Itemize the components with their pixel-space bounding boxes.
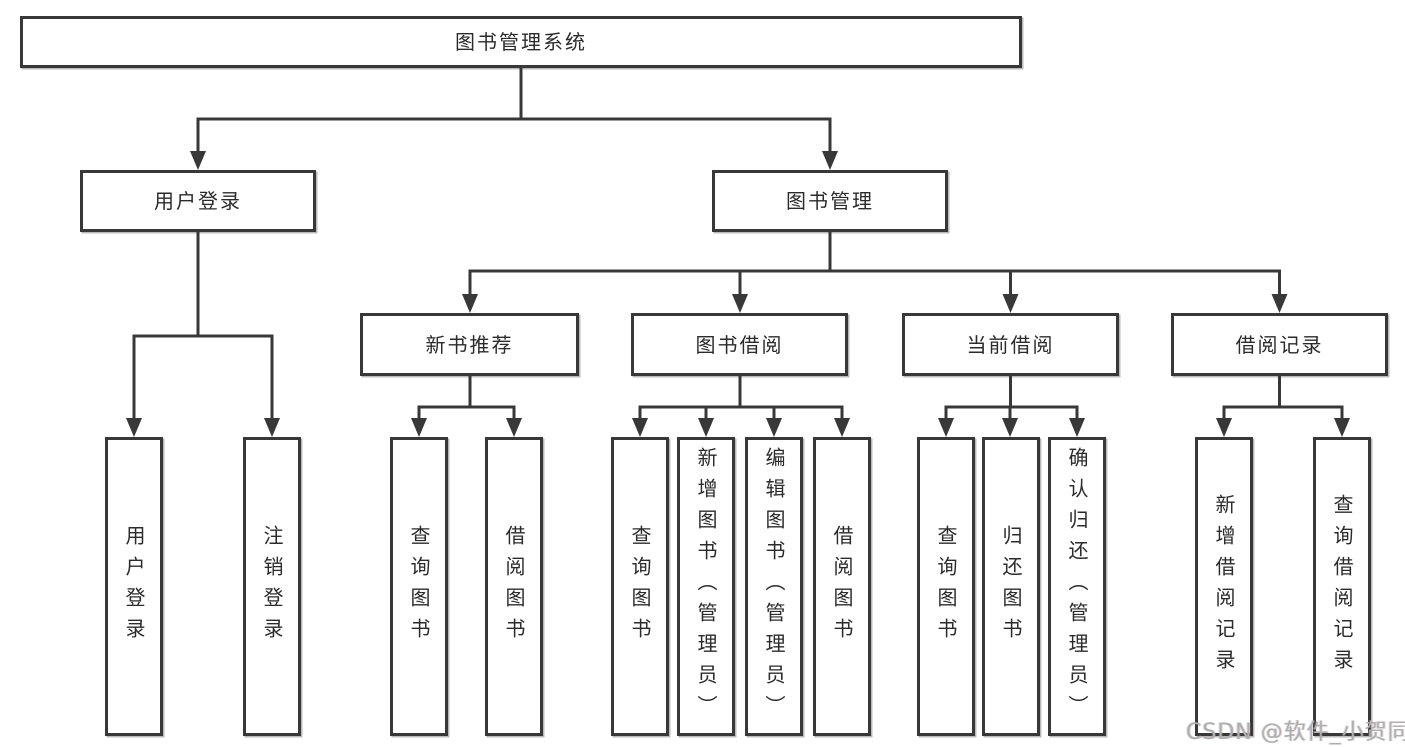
node-label: 查询图书	[628, 524, 652, 649]
leaf-return-books: 归还图书	[982, 437, 1040, 736]
node-book-management: 图书管理	[712, 170, 948, 232]
node-user-login: 用户登录	[80, 170, 316, 232]
node-label: 查询图书	[934, 524, 958, 649]
leaf-borrow-books-recommend: 借阅图书	[485, 437, 543, 736]
leaf-logout: 注销登录	[243, 437, 301, 736]
node-label: 确认归还（管理员）	[1065, 447, 1089, 726]
node-book-borrowing: 图书借阅	[631, 313, 848, 376]
node-label: 图书管理	[786, 189, 874, 213]
node-label: 图书借阅	[695, 332, 784, 357]
node-borrowing-records: 借阅记录	[1171, 313, 1388, 376]
node-label: 用户登录	[154, 189, 242, 213]
leaf-user-login: 用户登录	[105, 437, 163, 736]
node-label: 借阅图书	[502, 524, 526, 649]
node-label: 查询借阅记录	[1330, 493, 1354, 680]
leaf-query-borrow-record: 查询借阅记录	[1313, 437, 1371, 736]
node-label: 当前借阅	[966, 332, 1055, 357]
node-current-borrowing: 当前借阅	[902, 313, 1119, 376]
leaf-query-books-current: 查询图书	[917, 437, 975, 736]
node-label: 图书管理系统	[455, 30, 587, 54]
node-new-book-recommendation: 新书推荐	[360, 313, 579, 376]
leaf-confirm-return-admin: 确认归还（管理员）	[1048, 437, 1106, 736]
node-label: 新增借阅记录	[1212, 493, 1236, 680]
node-label: 借阅记录	[1235, 332, 1324, 357]
leaf-add-borrow-record: 新增借阅记录	[1195, 437, 1253, 736]
node-label: 借阅图书	[830, 524, 854, 649]
node-label: 新书推荐	[425, 332, 514, 357]
leaf-query-books-recommend: 查询图书	[390, 437, 448, 736]
node-label: 归还图书	[999, 524, 1023, 649]
leaf-add-books-admin: 新增图书（管理员）	[677, 437, 735, 736]
node-label: 注销登录	[260, 524, 284, 649]
leaf-query-books-borrow: 查询图书	[611, 437, 669, 736]
csdn-watermark: CSDN @软件_小贺同学	[1186, 720, 1405, 745]
leaf-edit-books-admin: 编辑图书（管理员）	[745, 437, 803, 736]
node-library-management-system: 图书管理系统	[20, 16, 1022, 68]
leaf-borrow-books: 借阅图书	[813, 437, 871, 736]
node-label: 用户登录	[122, 524, 146, 649]
node-label: 新增图书（管理员）	[694, 447, 718, 726]
node-label: 编辑图书（管理员）	[762, 447, 786, 726]
node-label: 查询图书	[407, 524, 431, 649]
